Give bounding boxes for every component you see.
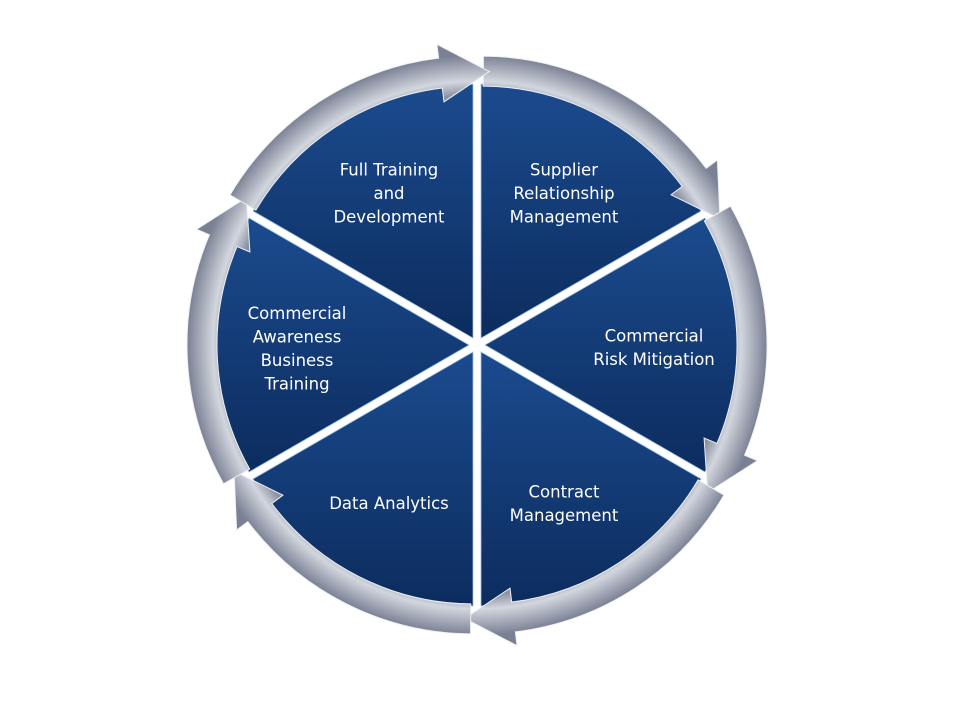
segment-label-line: Development	[333, 208, 445, 227]
segment-label-line: Commercial	[248, 304, 347, 323]
segment-label-line: Relationship	[513, 184, 614, 203]
cycle-arrow-icon	[186, 196, 251, 485]
segment-label-line: Data Analytics	[329, 494, 449, 513]
arrows-layer	[186, 43, 768, 647]
cycle-arrow-icon	[229, 43, 491, 211]
segment-label-line: and	[373, 184, 404, 203]
segment-label-line: Management	[510, 506, 619, 525]
cycle-arrow-icon	[482, 55, 721, 220]
cycle-arrow-icon	[233, 470, 472, 635]
segment-label-line: Awareness	[253, 327, 342, 346]
segment-label-line: Supplier	[530, 161, 598, 180]
segment-label-line: Risk Mitigation	[593, 350, 715, 369]
segment-label-data-analytics: Data Analytics	[329, 494, 449, 513]
cycle-arrow-icon	[463, 479, 725, 647]
segment-label-line: Full Training	[340, 161, 439, 180]
segment-label-line: Management	[510, 208, 619, 227]
segment-label-line: Training	[263, 374, 329, 393]
cycle-arrow-icon	[703, 205, 768, 494]
segment-label-line: Contract	[529, 482, 601, 501]
segment-label-line: Commercial	[605, 326, 704, 345]
segment-label-line: Business	[261, 351, 334, 370]
